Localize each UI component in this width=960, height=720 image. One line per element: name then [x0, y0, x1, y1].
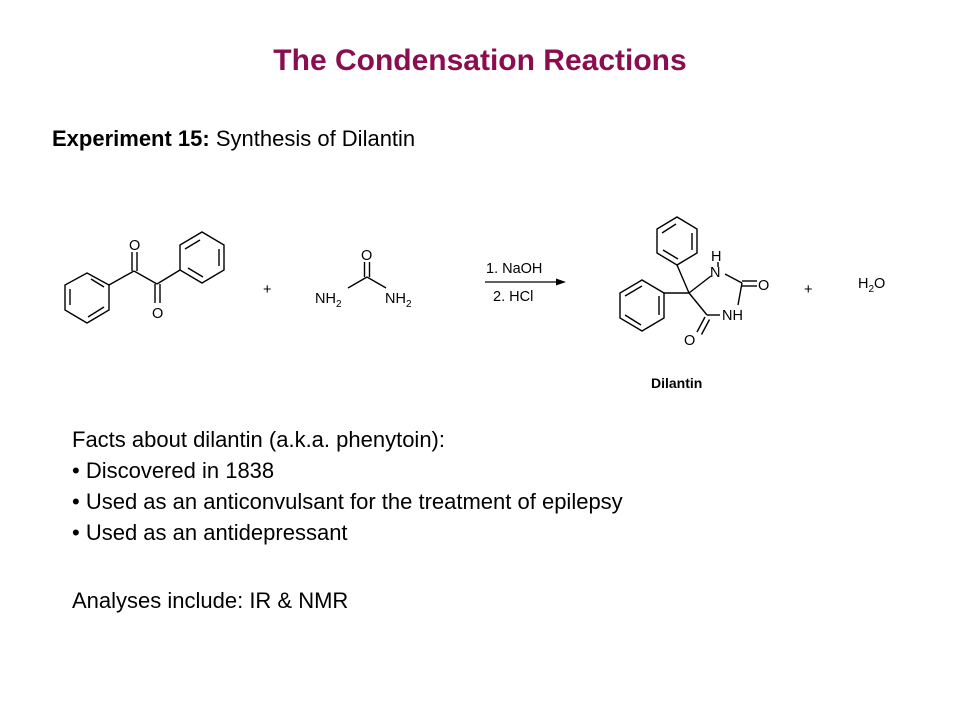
plus-sign-2: +	[804, 282, 812, 298]
dilantin-upper-ring	[656, 216, 698, 266]
fact-item: • Discovered in 1838	[72, 458, 275, 483]
facts-list: Facts about dilantin (a.k.a. phenytoin):…	[72, 424, 623, 548]
experiment-heading: Experiment 15: Synthesis of Dilantin	[52, 126, 415, 152]
fact-item: • Used as an anticonvulsant for the trea…	[72, 489, 623, 514]
dilantin-oxygen-lower: O	[684, 333, 695, 349]
reaction-arrow-head	[556, 278, 566, 286]
urea-nh2-right: NH2	[385, 291, 412, 310]
fact-item: • Used as an antidepressant	[72, 520, 348, 545]
urea-nh2-left: NH2	[315, 291, 342, 310]
experiment-label: Experiment 15:	[52, 126, 210, 151]
dilantin-nh: NH	[722, 308, 743, 324]
dilantin-oxygen-right: O	[758, 278, 769, 294]
facts-heading: Facts about dilantin (a.k.a. phenytoin):	[72, 427, 445, 452]
benzil-right-ring	[179, 231, 225, 284]
product-name: Dilantin	[651, 375, 702, 391]
dilantin-lower-ring	[619, 279, 665, 332]
condition-step-1: 1. NaOH	[486, 261, 542, 277]
urea-structure	[347, 262, 387, 289]
dilantin-h-atom: H	[711, 249, 721, 265]
urea-oxygen: O	[361, 248, 372, 264]
dilantin-n-atom: N	[710, 265, 720, 281]
benzil-oxygen-bottom: O	[152, 306, 163, 322]
analyses-text: Analyses include: IR & NMR	[72, 588, 349, 613]
water-formula: H2O	[858, 276, 885, 295]
dilantin-structure	[619, 216, 757, 335]
benzil-oxygen-top: O	[129, 238, 140, 254]
benzil-left-ring	[64, 272, 110, 324]
condition-step-2: 2. HCl	[493, 289, 533, 305]
plus-sign-1: +	[263, 282, 271, 298]
slide-title: The Condensation Reactions	[273, 44, 687, 77]
benzil-structure	[64, 231, 225, 324]
experiment-text: Synthesis of Dilantin	[209, 126, 416, 151]
